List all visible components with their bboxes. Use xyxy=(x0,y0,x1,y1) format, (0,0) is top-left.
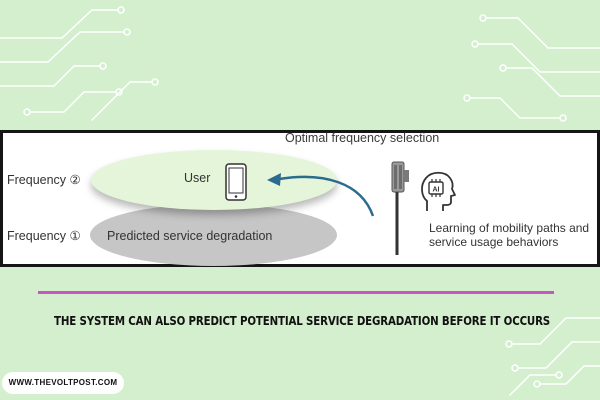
site-url-link[interactable]: WWW.THEVOLTPOST.COM xyxy=(2,372,124,394)
frequency-2-ellipse xyxy=(91,150,337,210)
diagram-title: Optimal frequency selection xyxy=(285,131,440,145)
ai-head-icon: AI xyxy=(421,171,456,211)
frequency-1-label: Frequency ① xyxy=(7,229,81,243)
frequency-1-ellipse xyxy=(90,204,337,266)
learning-line-2: service usage behaviors xyxy=(429,235,559,249)
headline: THE SYSTEM CAN ALSO PREDICT POTENTIAL SE… xyxy=(54,313,551,328)
cell-tower-icon xyxy=(391,161,409,255)
ai-badge-text: AI xyxy=(433,187,440,194)
divider-line xyxy=(38,291,554,294)
predicted-degradation-label: Predicted service degradation xyxy=(107,229,273,243)
smartphone-icon xyxy=(225,163,247,201)
user-label: User xyxy=(184,171,211,185)
frequency-2-label: Frequency ② xyxy=(7,173,81,187)
frequency-diagram: Optimal frequency selection Frequency ② … xyxy=(0,130,600,267)
learning-label: Learning of mobility paths and service u… xyxy=(429,221,589,249)
curved-arrow-icon xyxy=(267,173,375,217)
learning-line-1: Learning of mobility paths and xyxy=(429,221,590,235)
